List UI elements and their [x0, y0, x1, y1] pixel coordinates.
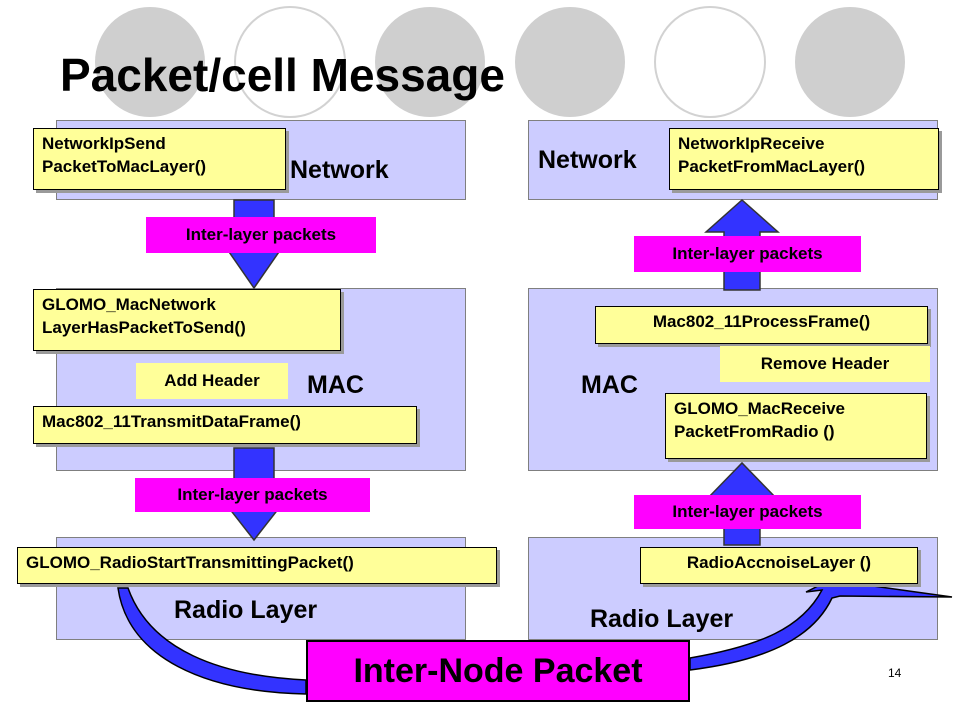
right-radio-function-box: RadioAccnoiseLayer () [640, 547, 918, 584]
right-radio-label: Radio Layer [590, 605, 734, 633]
page-number: 14 [888, 666, 902, 680]
remove-header-label: Remove Header [720, 346, 930, 382]
left-network-label: Network [290, 156, 389, 184]
function-line: LayerHasPacketToSend() [42, 318, 246, 337]
decor-circle [234, 6, 346, 118]
decor-circle [515, 7, 625, 117]
left-inter-layer-tag-top: Inter-layer packets [146, 217, 376, 253]
add-header-label: Add Header [136, 363, 288, 399]
right-network-label: Network [538, 146, 637, 174]
right-mac-label: MAC [581, 371, 638, 399]
function-line: GLOMO_MacReceive [674, 399, 846, 418]
left-mac-label: MAC [307, 371, 364, 399]
function-line: GLOMO_RadioStartTransmittingPacket() [26, 553, 354, 572]
decor-circle [795, 7, 905, 117]
function-line: PacketFromMacLayer() [678, 157, 866, 176]
left-mac-transmit-box: Mac802_11TransmitDataFrame() [33, 406, 417, 444]
right-inter-layer-tag-bottom: Inter-layer packets [634, 495, 861, 529]
function-line: PacketToMacLayer() [42, 157, 207, 176]
function-line: Mac802_11TransmitDataFrame() [42, 412, 301, 431]
function-line: Mac802_11ProcessFrame() [652, 312, 871, 331]
left-inter-layer-tag-bottom: Inter-layer packets [135, 478, 370, 512]
curved-arrow-left [117, 587, 307, 695]
left-network-function-box: NetworkIpSend PacketToMacLayer() [33, 128, 286, 190]
slide-title: Packet/cell Message [60, 49, 505, 101]
decor-circle [95, 7, 205, 117]
function-line: NetworkIpReceive [678, 134, 825, 153]
function-line: NetworkIpSend [42, 134, 166, 153]
right-mac-receive-box: GLOMO_MacReceive PacketFromRadio () [665, 393, 927, 459]
function-line: RadioAccnoiseLayer () [686, 553, 872, 572]
function-line: PacketFromRadio () [674, 422, 835, 441]
left-mac-function-box: GLOMO_MacNetwork LayerHasPacketToSend() [33, 289, 341, 351]
right-mac-process-box: Mac802_11ProcessFrame() [595, 306, 928, 344]
right-network-function-box: NetworkIpReceive PacketFromMacLayer() [669, 128, 939, 190]
right-inter-layer-tag-top: Inter-layer packets [634, 236, 861, 272]
decor-circle [375, 7, 485, 117]
inter-node-packet-label: Inter-Node Packet [306, 640, 690, 702]
curved-arrow-right [689, 579, 953, 671]
function-line: GLOMO_MacNetwork [42, 295, 216, 314]
left-radio-label: Radio Layer [174, 596, 318, 624]
left-radio-function-box: GLOMO_RadioStartTransmittingPacket() [17, 547, 497, 584]
decor-circle [654, 6, 766, 118]
